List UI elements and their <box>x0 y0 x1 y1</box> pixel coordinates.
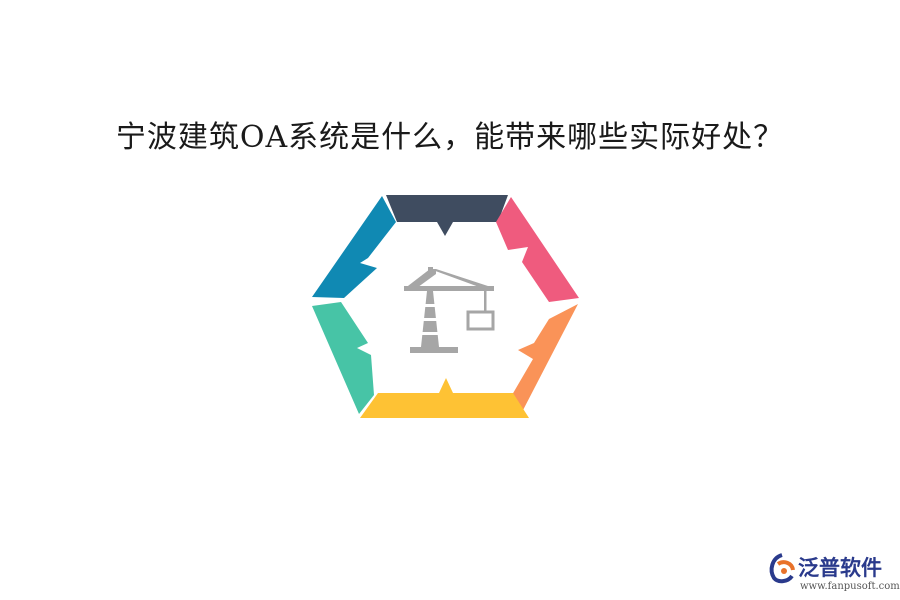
brand-url: www.fanpusoft.com <box>800 581 900 592</box>
hexagon-segment-upper-left <box>312 196 396 298</box>
brand-logo <box>769 553 795 584</box>
tower-crane-icon <box>404 267 495 353</box>
hexagon-segment-top <box>386 195 508 236</box>
brand-watermark: 泛普软件 www.fanpusoft.com <box>766 548 900 598</box>
page-title: 宁波建筑OA系统是什么，能带来哪些实际好处？ <box>115 120 785 155</box>
hexagon-segment-bottom <box>360 378 529 418</box>
hexagon-segment-lower-left <box>312 302 374 414</box>
hexagon-segment-upper-right <box>496 197 579 302</box>
brand-name: 泛普软件 <box>798 556 882 580</box>
hexagon-segment-lower-right <box>512 304 578 414</box>
